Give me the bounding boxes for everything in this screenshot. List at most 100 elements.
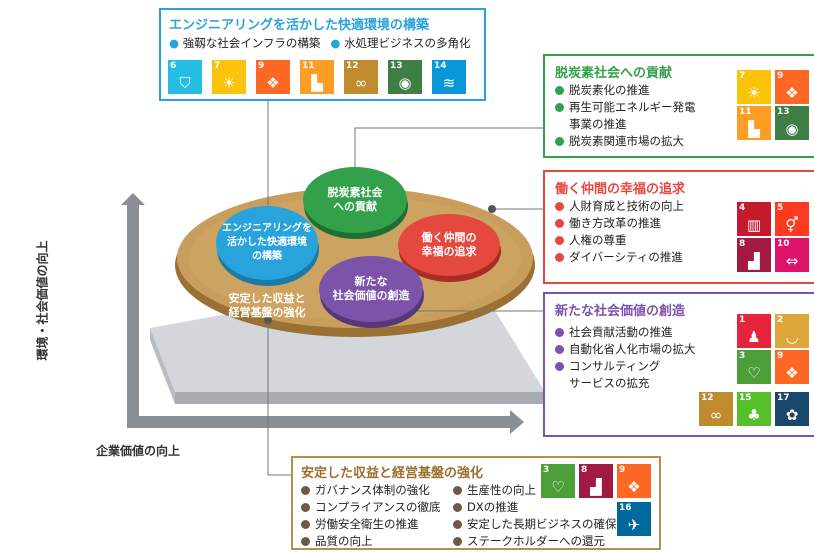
sdg-number: 14	[434, 61, 447, 71]
sdg-number: 7	[739, 71, 746, 81]
box-engineering-items: ● 強靱な社会インフラの構築 ● 水処理ビジネスの多角化	[169, 35, 471, 51]
sdg-tile-10: 10⇔	[775, 238, 809, 272]
sdg-tile-9: 9❖	[775, 350, 809, 384]
list-item: 社会貢献活動の推進	[555, 324, 705, 341]
box-newvalue: 新たな社会価値の創造 社会貢献活動の推進 自動化省人化市場の拡大 コンサルティン…	[543, 292, 814, 437]
box-engineering-title: エンジニアリングを活かした快適環境の構築	[169, 18, 430, 33]
sdg-tile-6: 6⛉	[168, 60, 202, 94]
sdg-tile-12: 12∞	[699, 392, 733, 426]
sdg-number: 11	[739, 107, 752, 117]
sdg-tile-15: 15♣	[737, 392, 771, 426]
list-item: 品質の向上	[301, 533, 457, 550]
list-item: 働き方改革の推進	[555, 215, 735, 232]
sdg-tile-14: 14 ≋	[432, 60, 466, 94]
sdg-tile-3: 3♡	[737, 350, 771, 384]
sdg-tiles-decarbon: 7☀9❖11▙13◉	[737, 70, 811, 140]
sdg-tiles-newvalue-bottom: 12∞15♣17✿	[699, 392, 811, 426]
list-item: ● 水処理ビジネスの多角化	[330, 36, 471, 50]
box-newvalue-list: 社会貢献活動の推進 自動化省人化市場の拡大 コンサルティング サービスの拡充	[555, 324, 705, 392]
list-item: 生産性の向上	[453, 482, 623, 499]
book-icon: ▥	[746, 216, 762, 234]
sun-icon: ☀	[747, 84, 761, 102]
cubes-icon: ❖	[785, 84, 799, 102]
label-decarbon: 脱炭素社会 への貢献	[327, 186, 383, 213]
sdg-number: 8	[581, 465, 588, 475]
ellipse-purple	[319, 256, 423, 322]
list-item: 脱炭素関連市場の拡大	[555, 133, 735, 150]
box-stable-title: 安定した収益と経営基盤の強化	[301, 466, 484, 481]
box-wellbeing-title: 働く仲間の幸福の追求	[555, 182, 686, 197]
list-item: 脱炭素化の推進	[555, 82, 735, 99]
box-decarbon-title: 脱炭素社会への貢献	[555, 66, 673, 81]
sdg-number: 16	[619, 503, 632, 513]
people-icon: ♟	[747, 328, 761, 346]
list-item: DXの推進	[453, 499, 623, 516]
cubes-icon: ❖	[627, 478, 641, 496]
list-item: コンサルティング サービスの拡充	[555, 358, 705, 392]
sdg-number: 12	[346, 61, 359, 71]
sdg-tiles-wellbeing: 4▥5⚥8▟10⇔	[737, 202, 811, 272]
sdg-tile-3: 3♡	[541, 464, 575, 498]
list-item: ダイバーシティの推進	[555, 249, 735, 266]
sdg-tile-4: 4▥	[737, 202, 771, 236]
sdg-tiles-stable-top: 3♡ 8▟ 9❖	[541, 464, 653, 498]
label-newvalue: 新たな 社会価値の創造	[332, 275, 410, 302]
connector-decarbon	[354, 127, 543, 182]
sdg-number: 3	[739, 351, 746, 361]
list-item: 安定した長期ビジネスの確保	[453, 516, 623, 533]
sdg-number: 13	[390, 61, 403, 71]
sdg-number: 1	[739, 315, 746, 325]
sun-icon: ☀	[222, 74, 236, 92]
growth-icon: ▟	[590, 478, 602, 496]
sdg-tile-2: 2◡	[775, 314, 809, 348]
sdg-number: 6	[170, 61, 177, 71]
ellipse-red	[398, 214, 500, 276]
connector-stable	[267, 320, 291, 476]
sdg-tile-7: 7☀	[737, 70, 771, 104]
sdg-tile-12: 12∞	[344, 60, 378, 94]
heartbeat-icon: ♡	[747, 364, 761, 382]
ellipse-green	[303, 167, 407, 233]
sdg-tile-9: 9❖	[775, 70, 809, 104]
sdg-tile-9: 9❖	[256, 60, 290, 94]
eye-icon: ◉	[398, 74, 412, 92]
connector-dot-wellbeing	[488, 205, 496, 213]
sdg-number: 2	[777, 315, 784, 325]
sdg-tile-9: 9❖	[617, 464, 651, 498]
sdg-tile-11: 11▙	[300, 60, 334, 94]
sdg-number: 4	[739, 203, 746, 213]
platform-left	[150, 328, 175, 404]
sdg-number: 12	[701, 393, 714, 403]
sdg-number: 5	[777, 203, 784, 213]
label-engineering: エンジニアリングを 活かした快適環境 の構築	[222, 223, 312, 262]
city-icon: ▙	[748, 120, 760, 138]
box-wellbeing-list: 人財育成と技術の向上 働き方改革の推進 人権の尊重 ダイバーシティの推進	[555, 198, 735, 266]
ellipse-blue	[216, 206, 318, 280]
sdg-number: 15	[739, 393, 752, 403]
sdg-tile-5: 5⚥	[775, 202, 809, 236]
bowl-icon: ◡	[785, 328, 799, 346]
fish-icon: ≋	[442, 74, 456, 92]
box-stable-list-left: ガバナンス体制の強化 コンプライアンスの徹底 労働安全衛生の推進 品質の向上	[301, 482, 457, 550]
sdg-tile-7: 7☀	[212, 60, 246, 94]
sdg-tile-13: 13◉	[775, 106, 809, 140]
platform-side	[175, 392, 545, 404]
sdg-number: 10	[777, 239, 790, 249]
cubes-icon: ❖	[785, 364, 799, 382]
sdg-number: 7	[214, 61, 221, 71]
sdg-number: 8	[739, 239, 746, 249]
sdg-number: 13	[777, 107, 790, 117]
sdg-tiles-stable-bottom: 16✈	[617, 502, 653, 536]
x-axis-arrow	[127, 410, 524, 434]
list-item: ● 強靱な社会インフラの構築	[169, 36, 321, 50]
sdg-tile-1: 1♟	[737, 314, 771, 348]
box-wellbeing: 働く仲間の幸福の追求 人財育成と技術の向上 働き方改革の推進 人権の尊重 ダイバ…	[543, 170, 814, 284]
water-icon: ⛉	[179, 74, 191, 92]
list-item: 人財育成と技術の向上	[555, 198, 735, 215]
sdg-number: 9	[777, 351, 784, 361]
list-item: 再生可能エネルギー発電 事業の推進	[555, 99, 735, 133]
sdg-tile-16: 16✈	[617, 502, 651, 536]
list-item: コンプライアンスの徹底	[301, 499, 457, 516]
city-icon: ▙	[311, 74, 323, 92]
